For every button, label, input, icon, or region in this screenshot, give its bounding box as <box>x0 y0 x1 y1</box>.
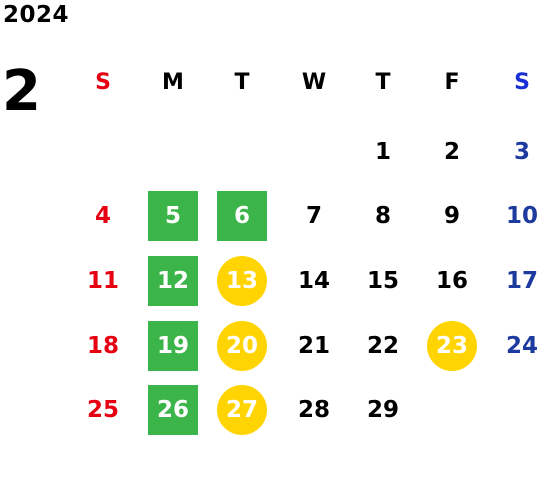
weekday-header-tue: T <box>234 69 250 95</box>
day-cell[interactable]: 25 <box>86 397 119 423</box>
day-cell[interactable]: 27 <box>217 385 267 435</box>
day-cell[interactable]: 26 <box>148 385 198 435</box>
weekday-header-wed: W <box>301 69 327 95</box>
day-cell[interactable]: 8 <box>374 203 391 229</box>
day-cell[interactable]: 20 <box>217 321 267 371</box>
day-cell[interactable]: 21 <box>297 333 330 359</box>
weekday-header-sun: S <box>95 69 111 95</box>
day-cell[interactable]: 24 <box>505 333 538 359</box>
day-cell[interactable]: 18 <box>86 333 119 359</box>
day-cell[interactable]: 7 <box>305 203 322 229</box>
day-cell[interactable]: 29 <box>366 397 399 423</box>
day-cell[interactable]: 28 <box>297 397 330 423</box>
day-cell[interactable]: 3 <box>513 139 530 165</box>
day-cell[interactable]: 11 <box>86 268 119 294</box>
weekday-header-sat: S <box>514 69 530 95</box>
weekday-header-thu: T <box>375 69 391 95</box>
weekday-header-mon: M <box>162 69 184 95</box>
day-cell[interactable]: 14 <box>297 268 330 294</box>
day-cell[interactable]: 5 <box>148 191 198 241</box>
day-cell[interactable]: 22 <box>366 333 399 359</box>
day-cell[interactable]: 10 <box>505 203 538 229</box>
day-cell[interactable]: 1 <box>374 139 391 165</box>
day-cell[interactable]: 17 <box>505 268 538 294</box>
day-cell[interactable]: 6 <box>217 191 267 241</box>
day-cell[interactable]: 19 <box>148 321 198 371</box>
weekday-header-fri: F <box>444 69 460 95</box>
day-cell[interactable]: 16 <box>435 268 468 294</box>
year-label: 2024 <box>3 2 70 28</box>
month-number: 2 <box>2 59 41 124</box>
day-cell[interactable]: 23 <box>427 321 477 371</box>
day-cell[interactable]: 9 <box>443 203 460 229</box>
day-cell[interactable]: 2 <box>443 139 460 165</box>
day-cell[interactable]: 12 <box>148 256 198 306</box>
day-cell[interactable]: 15 <box>366 268 399 294</box>
day-cell[interactable]: 4 <box>94 203 111 229</box>
day-cell[interactable]: 13 <box>217 256 267 306</box>
